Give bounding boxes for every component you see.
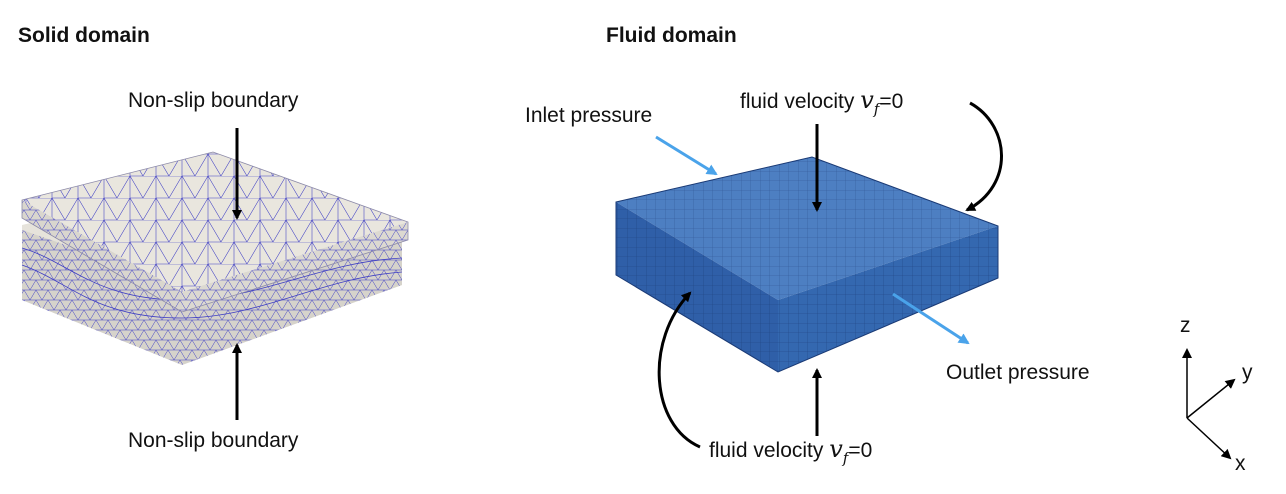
outlet-pressure-label: Outlet pressure — [946, 361, 1090, 384]
velocity-value: =0 — [848, 439, 873, 462]
velocity-symbol: vf — [829, 435, 849, 467]
fluid-bottom-velocity-label: fluid velocity vf=0 — [709, 435, 872, 467]
y-axis — [1186, 378, 1236, 419]
solid-domain-title: Solid domain — [18, 24, 150, 47]
x-axis — [1186, 417, 1232, 460]
fluid-domain-title: Fluid domain — [606, 24, 737, 47]
fluid-bottom-velocity-text: fluid velocity — [709, 439, 824, 462]
outlet-arrow — [892, 292, 970, 345]
z-axis-label: z — [1180, 314, 1191, 337]
inlet-arrow — [655, 135, 718, 176]
solid-bottom-boundary-label: Non-slip boundary — [128, 429, 299, 452]
fluid-top-velocity-text: fluid velocity — [740, 90, 855, 113]
solid-upper-plate — [21, 151, 409, 313]
y-axis-label: y — [1242, 361, 1253, 384]
fluid-domain-mesh — [615, 156, 999, 373]
x-axis-label: x — [1235, 452, 1246, 475]
solid-top-boundary-label: Non-slip boundary — [128, 89, 299, 112]
fluid-top-velocity-label: fluid velocity vf=0 — [740, 86, 903, 118]
inlet-pressure-label: Inlet pressure — [525, 104, 653, 127]
velocity-symbol: vf — [860, 86, 880, 118]
fluid-top-curved-arrow — [965, 101, 1003, 212]
velocity-value: =0 — [879, 90, 904, 113]
solid-domain-mesh — [21, 151, 409, 365]
fluid-bottom-curved-arrow — [657, 291, 701, 449]
coordinate-axes — [1182, 348, 1236, 460]
